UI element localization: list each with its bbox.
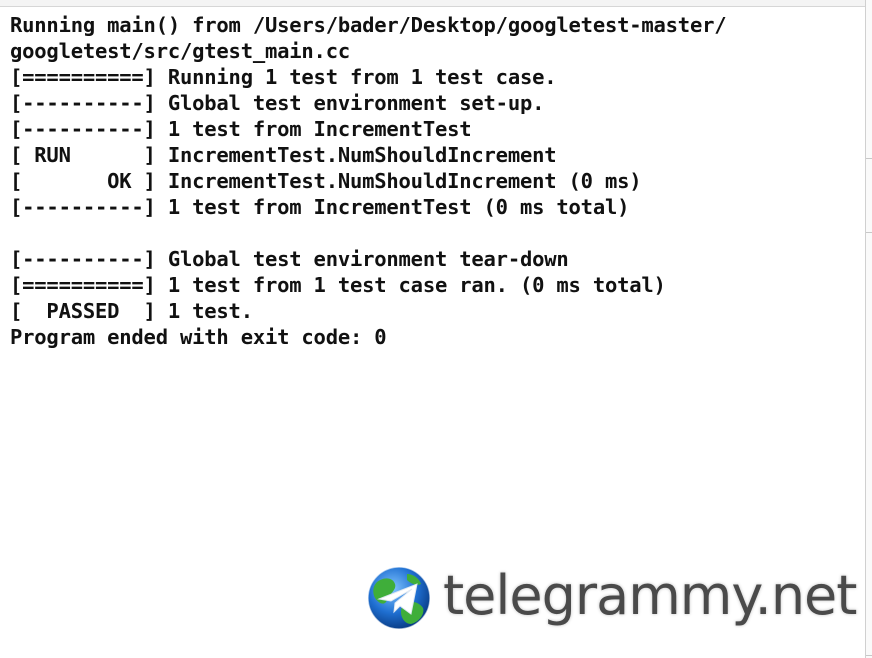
console-line: Running main() from /Users/bader/Desktop… — [10, 13, 727, 37]
telegram-logo-icon — [367, 566, 431, 630]
console-line: [----------] Global test environment tea… — [10, 247, 569, 271]
console-line: [ PASSED ] 1 test. — [10, 299, 253, 323]
console-line: [----------] 1 test from IncrementTest — [10, 117, 472, 141]
console-line: [==========] Running 1 test from 1 test … — [10, 65, 557, 89]
console-output[interactable]: Running main() from /Users/bader/Desktop… — [10, 12, 860, 350]
console-line: [----------] Global test environment set… — [10, 91, 545, 115]
console-line: [ RUN ] IncrementTest.NumShouldIncrement — [10, 143, 557, 167]
console-line: Program ended with exit code: 0 — [10, 325, 387, 349]
console-line: googletest/src/gtest_main.cc — [10, 39, 350, 63]
console-line — [10, 220, 860, 246]
window-right-border — [865, 0, 872, 658]
splitter-mark — [866, 232, 872, 233]
window-top-border — [0, 0, 872, 7]
splitter-mark — [866, 655, 872, 656]
watermark: telegrammy.net — [367, 563, 867, 633]
console-line: [==========] 1 test from 1 test case ran… — [10, 273, 666, 297]
splitter-mark — [866, 158, 872, 159]
watermark-text: telegrammy.net — [442, 563, 859, 629]
console-line: [ OK ] IncrementTest.NumShouldIncrement … — [10, 169, 642, 193]
console-line: [----------] 1 test from IncrementTest (… — [10, 195, 630, 219]
